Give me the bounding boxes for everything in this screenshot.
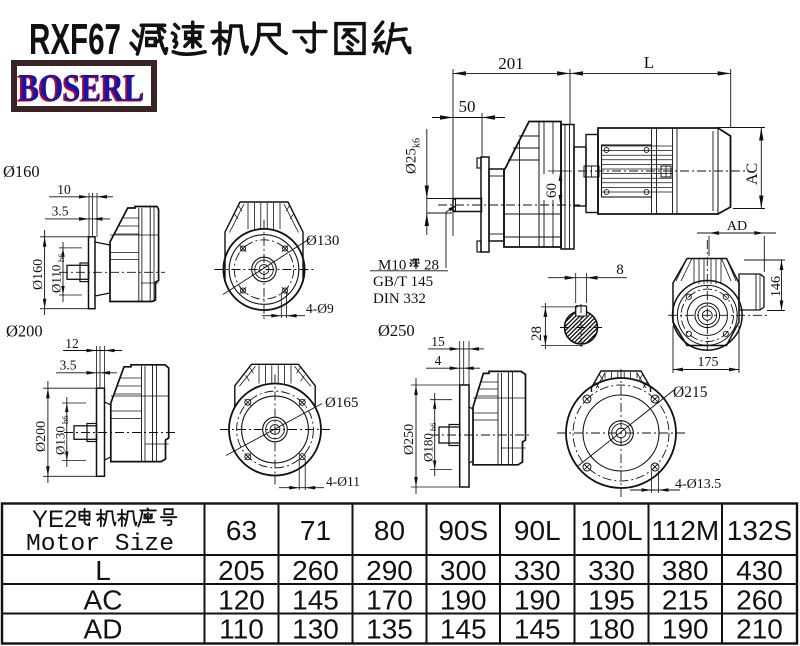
- svg-text:100L: 100L: [580, 515, 642, 546]
- svg-text:AD: AD: [727, 219, 747, 234]
- svg-text:h6: h6: [56, 254, 66, 263]
- svg-text:170: 170: [366, 585, 413, 616]
- svg-text:Ø250: Ø250: [378, 321, 415, 340]
- svg-text:90S: 90S: [438, 515, 488, 546]
- svg-text:Ø215: Ø215: [673, 384, 708, 401]
- svg-text:Ø200: Ø200: [34, 421, 49, 452]
- svg-text:60: 60: [544, 183, 560, 198]
- svg-text:430: 430: [736, 555, 783, 586]
- svg-text:RXF67: RXF67: [29, 15, 121, 64]
- svg-text:Ø110: Ø110: [49, 265, 64, 293]
- svg-text:4-Ø13.5: 4-Ø13.5: [675, 477, 721, 492]
- svg-text:Ø160: Ø160: [31, 259, 46, 290]
- svg-text:260: 260: [736, 585, 783, 616]
- svg-text:330: 330: [588, 555, 635, 586]
- svg-text:3.5: 3.5: [60, 358, 77, 373]
- svg-text:YE2: YE2: [32, 506, 77, 533]
- svg-text:28: 28: [424, 258, 439, 274]
- svg-text:10: 10: [57, 182, 71, 197]
- svg-text:130: 130: [292, 614, 339, 645]
- svg-text:AD: AD: [84, 614, 123, 645]
- svg-text:80: 80: [374, 515, 405, 546]
- svg-text:260: 260: [292, 555, 339, 586]
- svg-text:Ø180: Ø180: [421, 433, 436, 462]
- svg-text:28: 28: [529, 326, 545, 341]
- svg-text:BOSERL: BOSERL: [19, 67, 145, 110]
- svg-text:175: 175: [698, 355, 719, 370]
- svg-text:50: 50: [459, 97, 476, 116]
- svg-text:63: 63: [226, 515, 257, 546]
- svg-text:180: 180: [588, 614, 635, 645]
- svg-text:201: 201: [498, 54, 524, 73]
- svg-text:h6: h6: [60, 416, 70, 425]
- svg-text:120: 120: [218, 585, 265, 616]
- svg-text:k6: k6: [412, 138, 423, 148]
- svg-text:195: 195: [588, 585, 635, 616]
- svg-text:L: L: [644, 53, 654, 72]
- svg-text:3.5: 3.5: [52, 204, 69, 219]
- svg-text:290: 290: [366, 555, 413, 586]
- svg-text:110: 110: [219, 614, 264, 645]
- svg-text:190: 190: [440, 585, 487, 616]
- svg-text:71: 71: [300, 515, 331, 546]
- svg-text:112M: 112M: [651, 515, 719, 546]
- svg-text:GB/T 145: GB/T 145: [373, 274, 433, 290]
- svg-text:Ø160: Ø160: [3, 162, 40, 181]
- svg-text:BOSERL: BOSERL: [17, 68, 143, 111]
- svg-text:132S: 132S: [727, 515, 792, 546]
- svg-text:12: 12: [65, 336, 79, 351]
- svg-text:210: 210: [736, 614, 783, 645]
- svg-text:8: 8: [616, 262, 624, 278]
- svg-text:190: 190: [662, 614, 709, 645]
- svg-text:AC: AC: [744, 163, 761, 185]
- svg-text:205: 205: [218, 555, 265, 586]
- svg-text:145: 145: [440, 614, 487, 645]
- svg-text:Ø130: Ø130: [306, 233, 339, 249]
- svg-text:4: 4: [435, 353, 442, 368]
- svg-text:145: 145: [292, 585, 339, 616]
- svg-text:M10: M10: [378, 258, 406, 274]
- svg-text:190: 190: [514, 585, 561, 616]
- svg-text:300: 300: [440, 555, 487, 586]
- svg-text:Ø250: Ø250: [402, 424, 417, 455]
- svg-text:Ø165: Ø165: [325, 395, 358, 411]
- svg-text:330: 330: [514, 555, 561, 586]
- svg-text:380: 380: [662, 555, 709, 586]
- svg-text:215: 215: [662, 585, 709, 616]
- svg-text:4-Ø9: 4-Ø9: [306, 301, 334, 316]
- svg-text:h6: h6: [428, 423, 438, 432]
- svg-text:Ø130: Ø130: [53, 426, 68, 455]
- svg-text:L: L: [95, 555, 111, 586]
- svg-text:145: 145: [514, 614, 561, 645]
- svg-text:146: 146: [769, 276, 784, 297]
- svg-text:135: 135: [366, 614, 413, 645]
- svg-text:DIN 332: DIN 332: [373, 291, 426, 307]
- svg-text:Ø25: Ø25: [404, 148, 420, 174]
- svg-text:90L: 90L: [514, 515, 561, 546]
- svg-text:Ø200: Ø200: [6, 322, 43, 341]
- svg-text:15: 15: [431, 334, 445, 349]
- svg-text:4-Ø11: 4-Ø11: [326, 474, 360, 489]
- svg-text:Motor Size: Motor Size: [26, 531, 174, 558]
- svg-text:AC: AC: [84, 585, 123, 616]
